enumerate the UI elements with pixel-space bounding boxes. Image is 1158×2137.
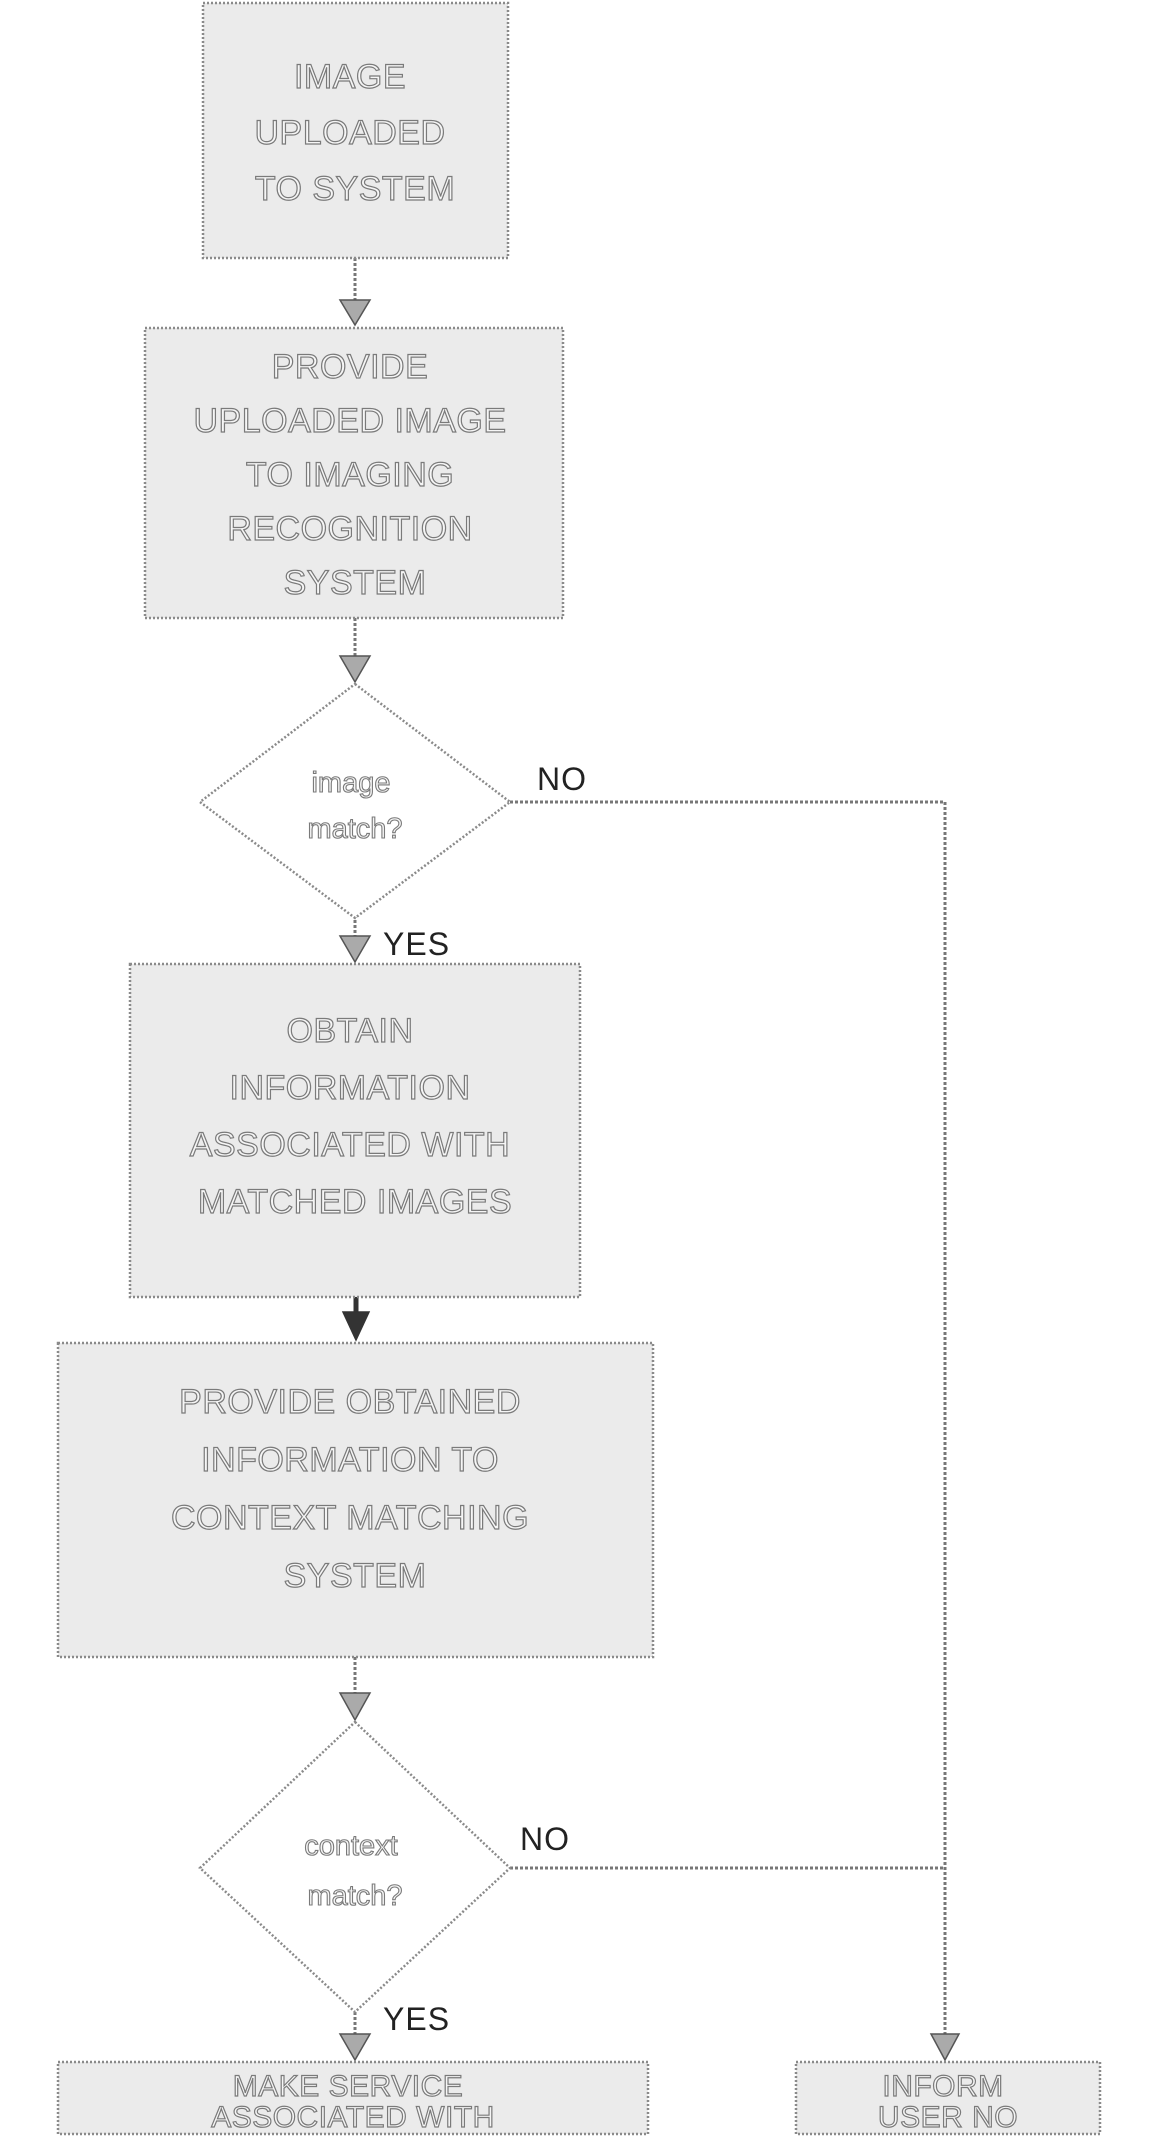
arrowhead-icon: [931, 2034, 959, 2060]
node-image-match-line: match?: [307, 813, 402, 845]
node-provide-image-line: PROVIDE: [272, 348, 429, 386]
arrowhead-icon: [340, 2034, 370, 2060]
node-context-match: context match?: [200, 1722, 510, 2012]
node-image-match-line: image: [311, 767, 390, 799]
node-make-service-line: MAKE SERVICE: [233, 2070, 464, 2103]
node-upload-line: IMAGE: [294, 58, 406, 96]
node-provide-info-line: SYSTEM: [284, 1557, 427, 1595]
arrowhead-icon: [340, 936, 370, 962]
node-upload-line: TO SYSTEM: [255, 170, 455, 208]
node-image-match: image match?: [200, 684, 510, 918]
node-provide-info-line: PROVIDE OBTAINED: [179, 1383, 521, 1421]
node-context-match-line: context: [304, 1830, 398, 1862]
arrowhead-icon: [340, 300, 370, 325]
node-provide-info-line: INFORMATION TO: [201, 1441, 499, 1479]
node-inform-user: INFORM USER NO: [796, 2062, 1100, 2134]
node-provide-image: PROVIDE UPLOADED IMAGE TO IMAGING RECOGN…: [145, 328, 563, 618]
node-obtain-info: OBTAIN INFORMATION ASSOCIATED WITH MATCH…: [130, 964, 580, 1297]
node-context-match-line: match?: [307, 1880, 402, 1912]
node-inform-user-line: INFORM: [882, 2070, 1003, 2103]
edge-label-context-yes: YES: [383, 2001, 450, 2037]
node-obtain-info-line: INFORMATION: [230, 1069, 471, 1107]
node-make-service-line: ASSOCIATED WITH: [211, 2101, 495, 2134]
node-upload: IMAGE UPLOADED TO SYSTEM: [203, 3, 508, 258]
node-obtain-info-line: OBTAIN: [287, 1012, 414, 1050]
node-make-service: MAKE SERVICE ASSOCIATED WITH: [58, 2062, 648, 2134]
node-inform-user-line: USER NO: [878, 2101, 1018, 2134]
arrowhead-icon: [343, 1312, 369, 1340]
arrowhead-icon: [340, 1693, 370, 1720]
node-obtain-info-line: MATCHED IMAGES: [198, 1183, 512, 1221]
edge-label-image-yes: YES: [383, 926, 450, 962]
node-provide-info: PROVIDE OBTAINED INFORMATION TO CONTEXT …: [58, 1343, 653, 1657]
node-provide-image-line: TO IMAGING: [246, 456, 454, 494]
node-provide-image-line: SYSTEM: [284, 564, 427, 602]
node-upload-line: UPLOADED: [254, 114, 445, 152]
node-obtain-info-line: ASSOCIATED WITH: [190, 1126, 510, 1164]
node-provide-image-line: RECOGNITION: [227, 510, 472, 548]
svg-text:INFORM USER NO: INFORM USER NO: [878, 2066, 1018, 2134]
arrowhead-icon: [340, 656, 370, 682]
edge-label-image-no: NO: [537, 761, 587, 797]
node-provide-info-line: CONTEXT MATCHING: [171, 1499, 529, 1537]
edge-label-context-no: NO: [520, 1821, 570, 1857]
svg-text:MAKE SERVICE ASSOCIATED: MAKE SERVICE ASSOCIATED WITH: [211, 2066, 495, 2134]
node-provide-image-line: UPLOADED IMAGE: [193, 402, 506, 440]
